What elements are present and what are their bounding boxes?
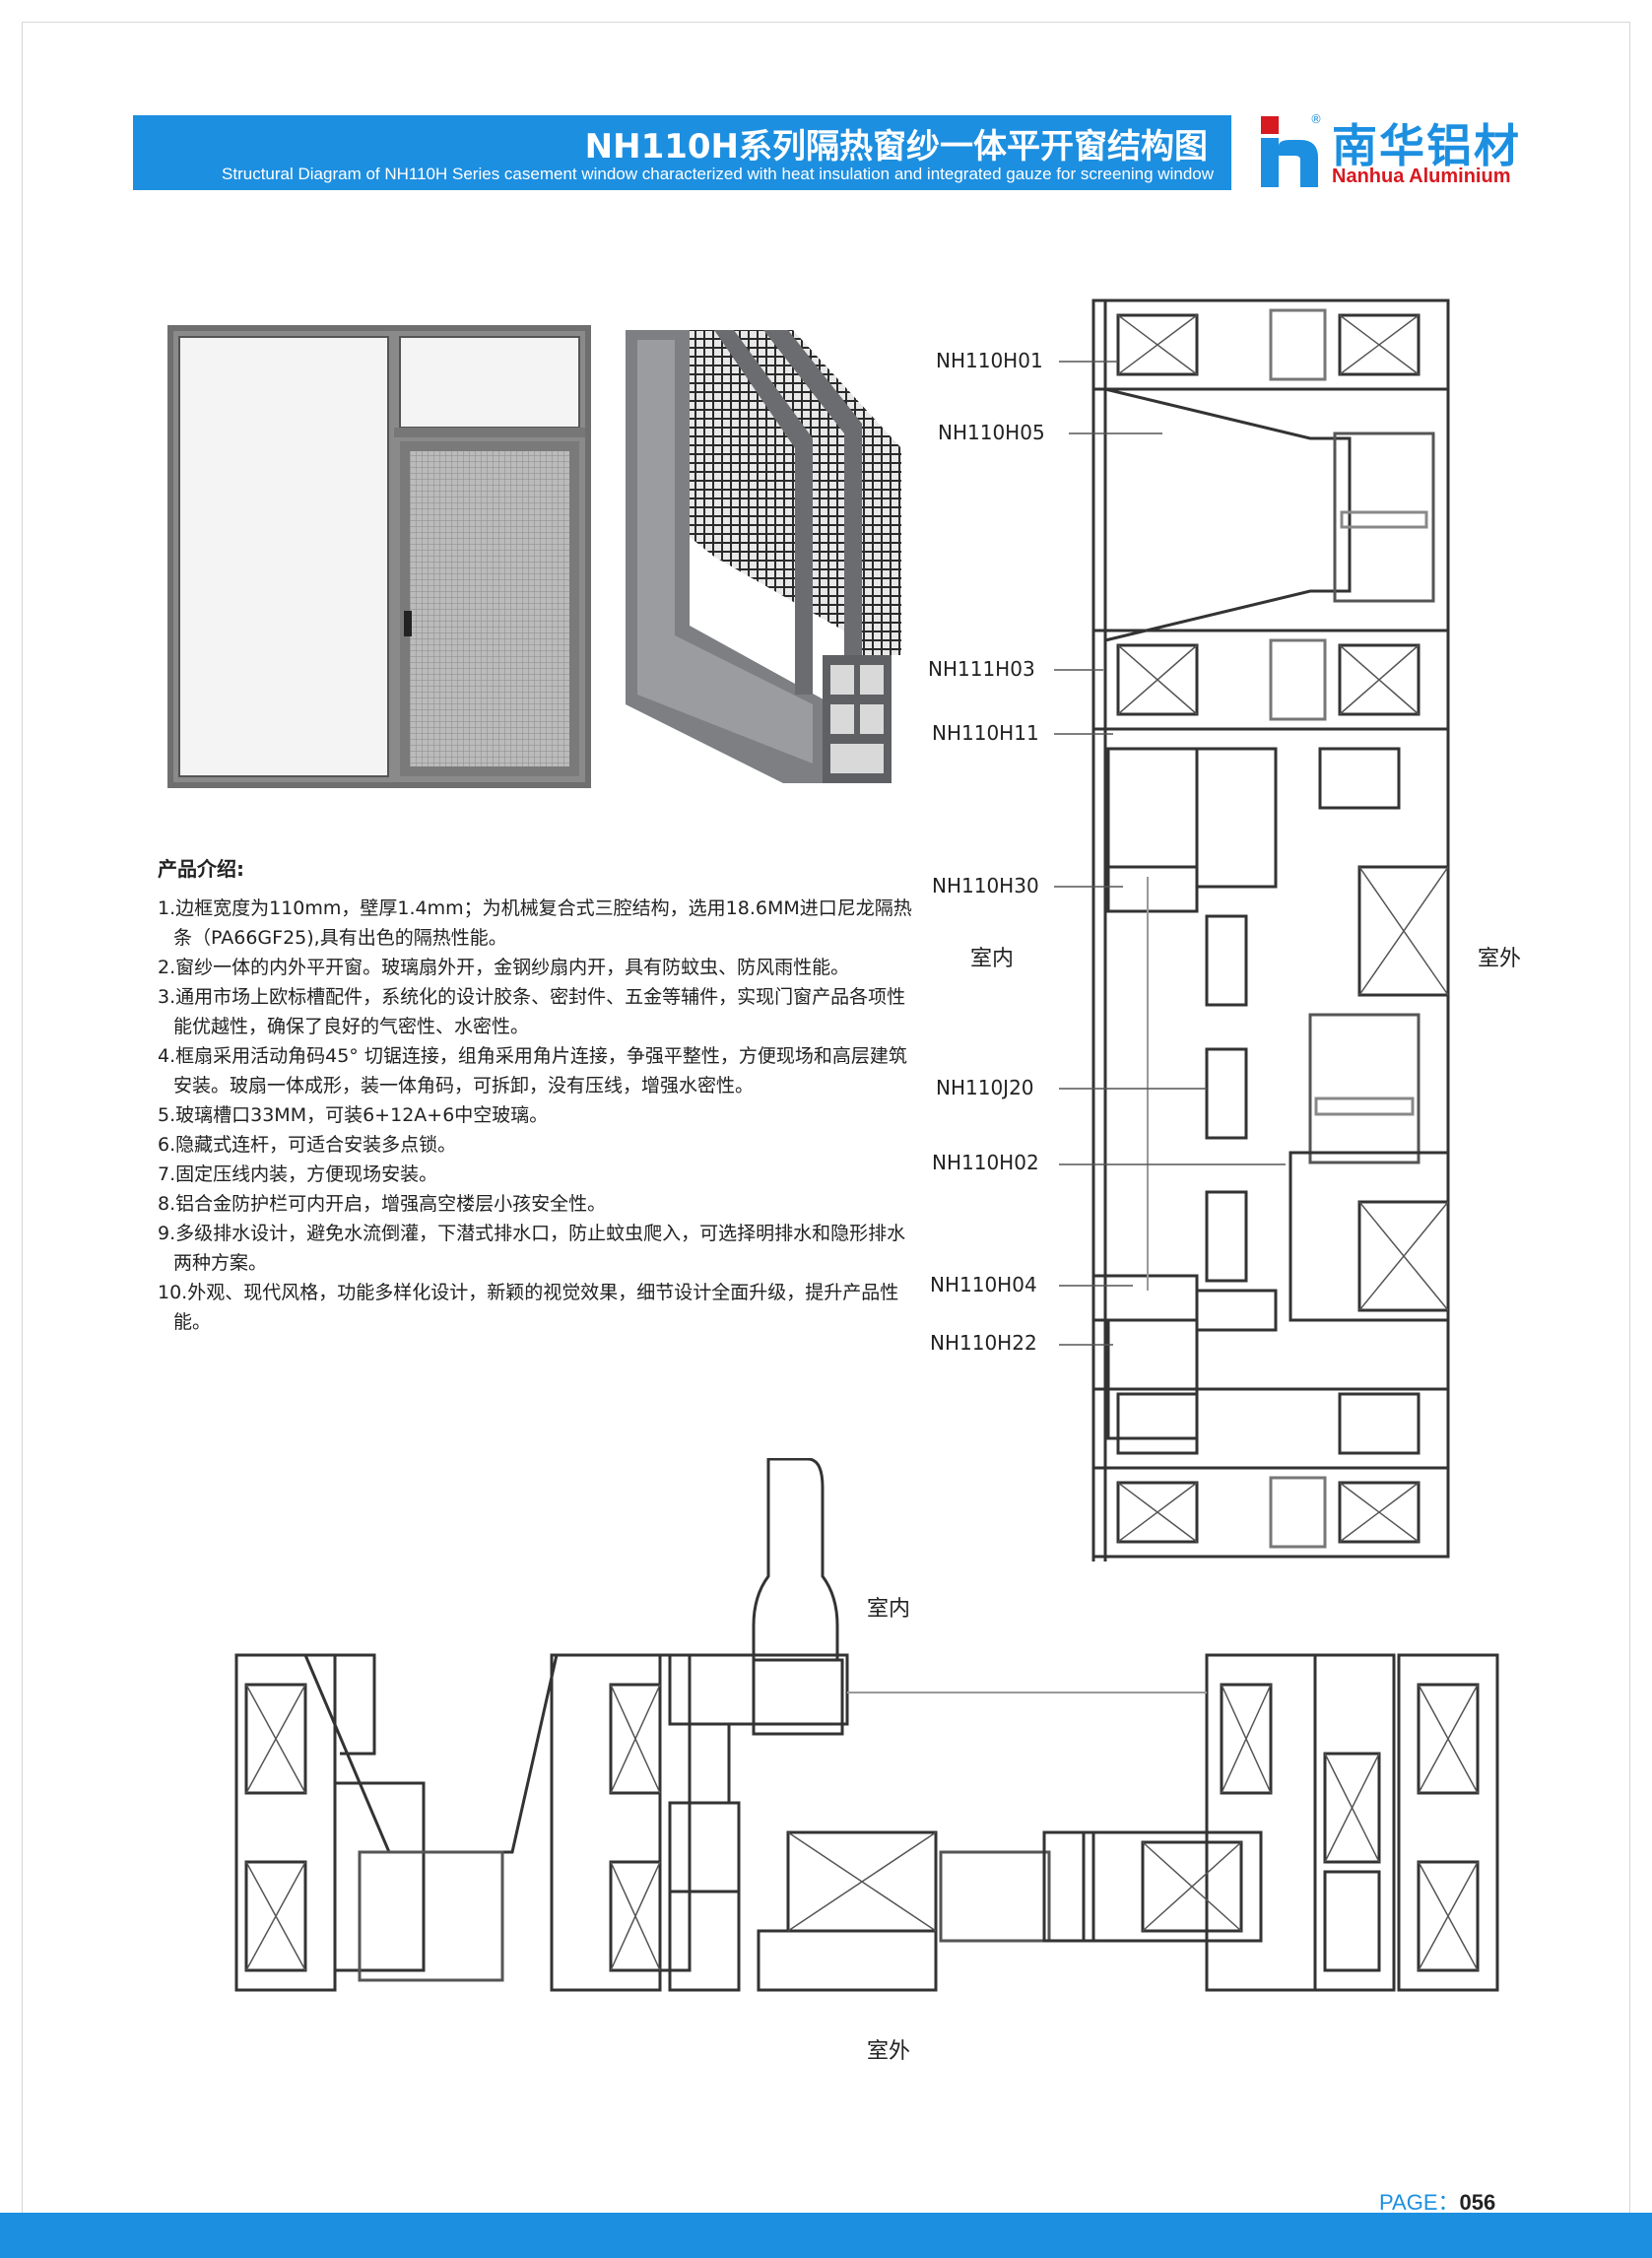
intro-item: 9.多级排水设计，避免水流倒灌，下潜式排水口，防止蚊虫爬入，可选择明排水和隐形排…: [158, 1223, 906, 1274]
profile-corner-image: [626, 330, 901, 783]
logo-text-en: Nanhua Aluminium: [1332, 166, 1511, 187]
footer-bar: [0, 2213, 1652, 2258]
window-elevation-image: [167, 325, 591, 788]
intro-item: 8.铝合金防护栏可内开启，增强高空楼层小孩安全性。: [158, 1193, 607, 1215]
part-label: NH110H01: [936, 349, 1043, 372]
outdoor-label: 室外: [1478, 947, 1522, 971]
page-label: PAGE：: [1379, 2190, 1460, 2215]
outdoor-label-horizontal: 室外: [867, 2039, 911, 2064]
intro-item: 2.窗纱一体的内外平开窗。玻璃扇外开，金钢纱扇内开，具有防蚊虫、防风雨性能。: [158, 957, 850, 978]
part-label: NH111H03: [928, 657, 1035, 681]
page-title: NH110H系列隔热窗纱一体平开窗结构图: [584, 127, 1208, 166]
indoor-label: 室内: [970, 947, 1015, 971]
part-label: NH110H05: [938, 421, 1045, 444]
intro-item: 4.框扇采用活动角码45° 切锯连接，组角采用角片连接，争强平整性，方便现场和高…: [158, 1045, 907, 1096]
part-label: NH110H30: [932, 874, 1039, 897]
nanhua-logo-icon: [1261, 116, 1318, 187]
registered-mark: ®: [1310, 112, 1322, 126]
page-number-value: 056: [1459, 2190, 1496, 2215]
part-label: NH110H04: [930, 1273, 1037, 1296]
vertical-section-drawing: [1054, 299, 1450, 1561]
page-subtitle: Structural Diagram of NH110H Series case…: [222, 165, 1214, 183]
part-label: NH110J20: [936, 1076, 1034, 1099]
intro-heading: 产品介绍:: [158, 857, 244, 881]
part-label: NH110H02: [932, 1151, 1039, 1174]
logo-text-cn: 南华铝材: [1332, 119, 1521, 172]
header-bar: NH110H系列隔热窗纱一体平开窗结构图 Structural Diagram …: [133, 115, 1231, 190]
intro-item: 10.外观、现代风格，功能多样化设计，新颖的视觉效果，细节设计全面升级，提升产品…: [158, 1282, 899, 1333]
page-number: PAGE：056: [1379, 2185, 1495, 2217]
intro-item: 1.边框宽度为110mm，壁厚1.4mm；为机械复合式三腔结构，选用18.6MM…: [158, 897, 912, 949]
intro-item: 3.通用市场上欧标槽配件，系统化的设计胶条、密封件、五金等辅件，实现门窗产品各项…: [158, 986, 906, 1037]
intro-item: 7.固定压线内装，方便现场安装。: [158, 1163, 438, 1185]
intro-item: 5.玻璃槽口33MM，可装6+12A+6中空玻璃。: [158, 1104, 549, 1126]
part-label: NH110H11: [932, 721, 1039, 745]
horizontal-section-drawing: [234, 1458, 1499, 1992]
intro-item: 6.隐藏式连杆，可适合安装多点锁。: [158, 1134, 457, 1156]
product-intro: 产品介绍: 1.边框宽度为110mm，壁厚1.4mm；为机械复合式三腔结构，选用…: [158, 853, 916, 1337]
indoor-label-horizontal: 室内: [867, 1597, 911, 1622]
part-label: NH110H22: [930, 1331, 1037, 1355]
